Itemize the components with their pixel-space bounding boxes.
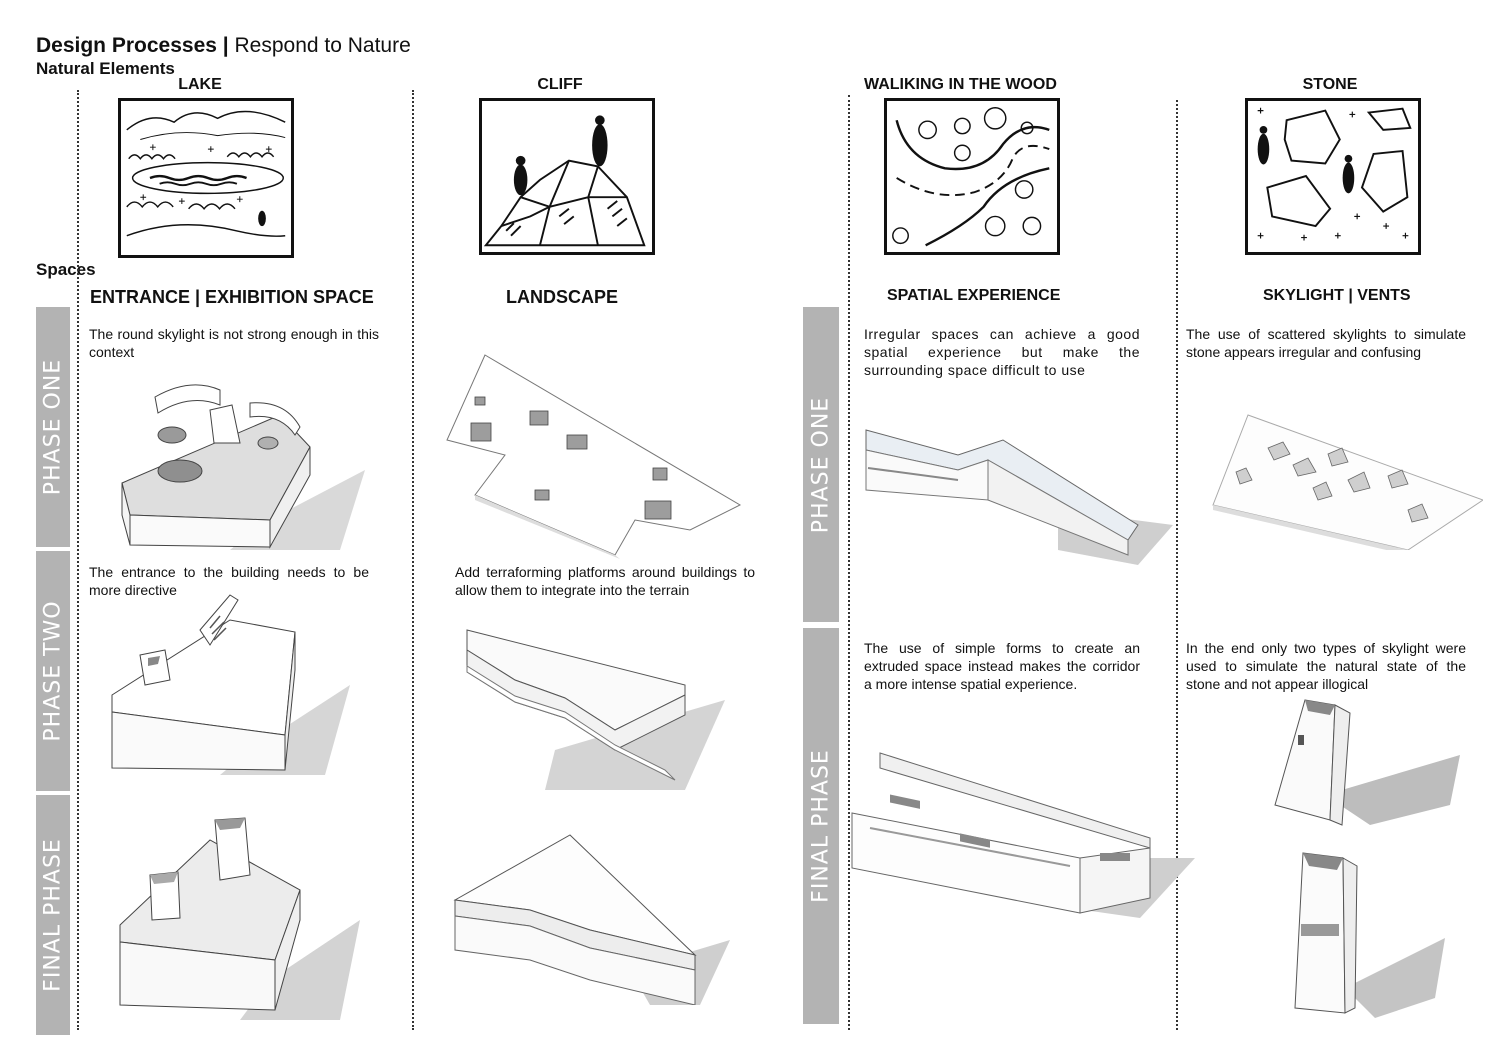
divider-2 (412, 90, 414, 1030)
model-skylight-final-two (1285, 848, 1445, 1023)
note-entrance-phase-two: The entrance to the building needs to be… (89, 564, 369, 598)
element-title-lake: LAKE (178, 76, 222, 93)
note-spatial-phase-one: Irregular spaces can achieve a good spat… (864, 326, 1140, 378)
spaces-label: Spaces (36, 260, 96, 279)
phase-bar-left-two: PHASE TWO (36, 551, 70, 791)
note-entrance-phase-one: The round skylight is not strong enough … (89, 326, 379, 360)
note-spatial-final: The use of simple forms to create an ext… (864, 640, 1140, 692)
space-title-skylight: SKYLIGHT | VENTS (1263, 287, 1411, 304)
model-spatial-phase-one (858, 420, 1173, 565)
stone-sketch (1245, 98, 1421, 255)
page-title: Design Processes | Respond to Nature (36, 34, 411, 57)
model-landscape-final (450, 830, 730, 1005)
model-entrance-phase-two (110, 590, 350, 775)
divider-1 (77, 90, 79, 1030)
model-skylight-final-one (1270, 695, 1460, 845)
space-title-entrance: ENTRANCE | EXHIBITION SPACE (90, 287, 374, 307)
cliff-sketch (479, 98, 655, 255)
wood-sketch (884, 98, 1060, 255)
model-landscape-phase-two (455, 620, 725, 790)
phase-bar-left-one: PHASE ONE (36, 307, 70, 547)
divider-4 (1176, 100, 1178, 1030)
phase-bar-left-final: FINAL PHASE (36, 795, 70, 1035)
model-spatial-final (850, 748, 1195, 918)
note-skylight-phase-one: The use of scattered skylights to simula… (1186, 326, 1466, 360)
note-skylight-final: In the end only two types of skylight we… (1186, 640, 1466, 692)
model-entrance-phase-one (110, 375, 370, 550)
phase-bar-right-one: PHASE ONE (803, 307, 839, 622)
phase-bar-right-final: FINAL PHASE (803, 628, 839, 1024)
element-title-wood: WALIKING IN THE WOOD (864, 76, 1057, 93)
element-title-cliff: CLIFF (537, 76, 583, 93)
space-title-spatial: SPATIAL EXPERIENCE (887, 287, 1061, 304)
model-skylight-phase-one (1208, 410, 1483, 550)
lake-sketch (118, 98, 294, 258)
divider-3 (848, 95, 850, 1030)
element-title-stone: STONE (1302, 76, 1358, 93)
note-landscape-phase-two: Add terraforming platforms around buildi… (455, 564, 755, 598)
space-title-landscape: LANDSCAPE (506, 287, 619, 307)
model-entrance-final (110, 810, 360, 1020)
model-landscape-phase-one (445, 345, 745, 560)
natural-elements-label: Natural Elements (36, 59, 175, 78)
